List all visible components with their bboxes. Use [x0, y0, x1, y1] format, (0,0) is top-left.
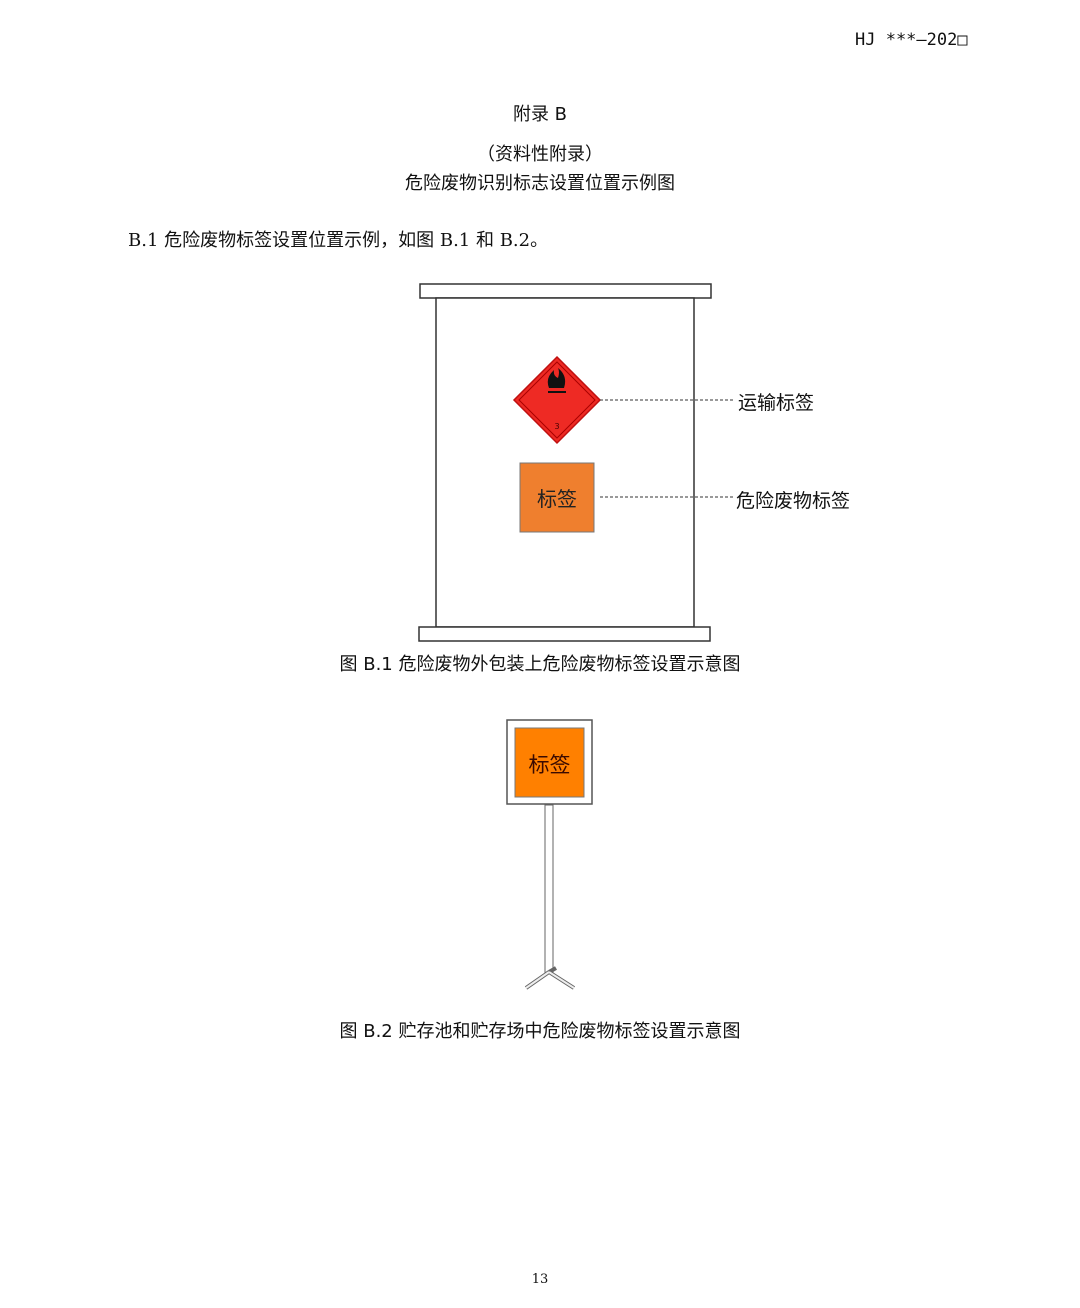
- appendix-title: 附录 B: [512, 104, 568, 125]
- transport-diamond-icon: 3: [512, 355, 602, 445]
- flame-icon: [547, 368, 566, 388]
- waste-label-text: 标签: [537, 487, 577, 511]
- transport-label-caption: 运输标签: [738, 392, 815, 414]
- waste-label-box: [519, 462, 595, 533]
- doc-number: HJ ***—202□: [855, 30, 968, 50]
- section-text: B.1 危险废物标签设置位置示例，如图 B.1 和 B.2。: [128, 230, 549, 251]
- sign-stand: 标签: [506, 719, 593, 990]
- diamond-class: 3: [554, 422, 559, 431]
- figure-b1-caption: 图 B.1 危险废物外包装上危险废物标签设置示意图: [339, 654, 741, 675]
- page-number: 13: [531, 1272, 549, 1287]
- figure-b2-caption: 图 B.2 贮存池和贮存场中危险废物标签设置示意图: [339, 1021, 741, 1042]
- appendix-type: （资料性附录）: [477, 144, 603, 165]
- appendix-subtitle: 危险废物识别标志设置位置示例图: [405, 173, 675, 194]
- sign-label-text: 标签: [529, 753, 571, 777]
- waste-label-caption: 危险废物标签: [736, 490, 851, 512]
